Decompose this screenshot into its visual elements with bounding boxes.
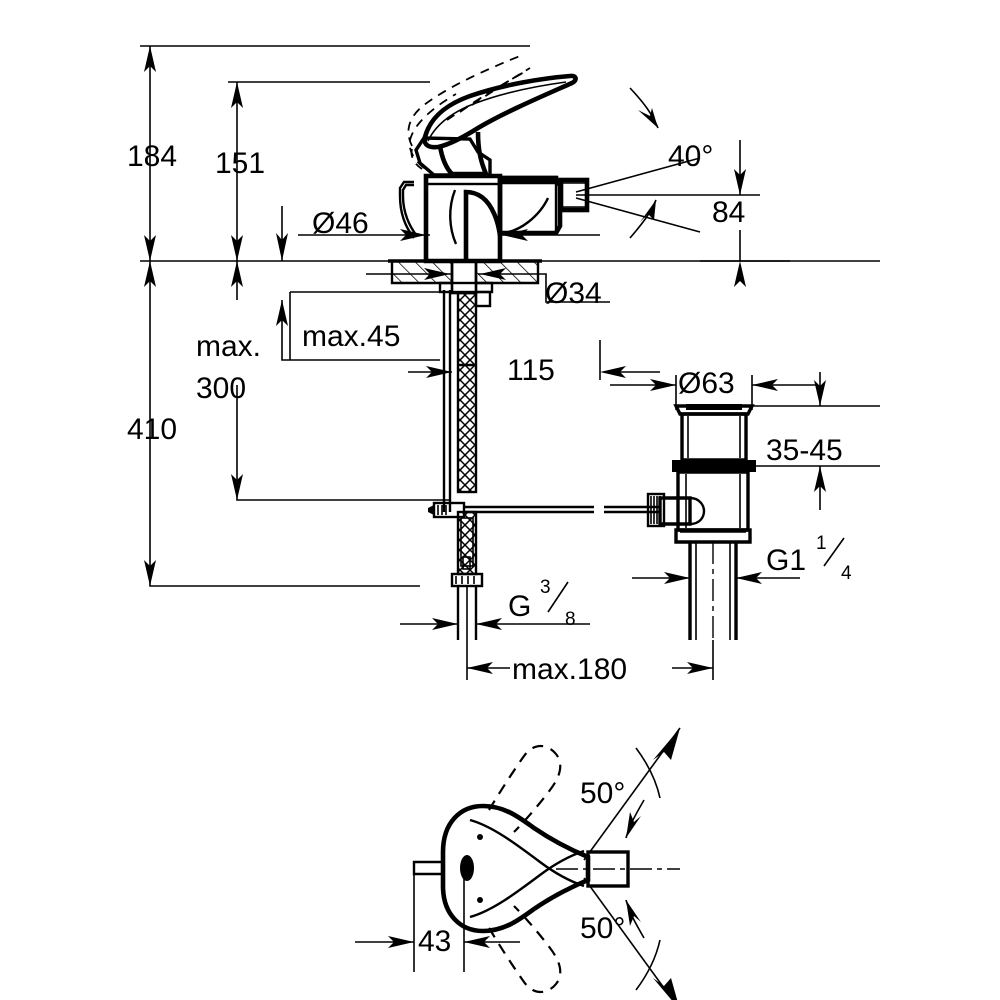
g1-denominator: 4	[841, 563, 852, 584]
dim-label-35-45: 35-45	[766, 434, 843, 467]
elevation-dimension-lines	[140, 45, 880, 680]
dimension-text-labels: 184 151 410 max. 300 max.45 Ø46 Ø34 Ø63 …	[127, 140, 852, 958]
g38-numerator: 3	[540, 577, 551, 598]
dim-label-43: 43	[418, 925, 451, 958]
dim-label-max300-line1: max.	[196, 330, 261, 363]
g38-denominator: 8	[565, 609, 576, 630]
g38-main: G	[508, 590, 531, 623]
dim-label-max300-line2: 300	[196, 372, 246, 405]
dim-label-g-3-8: G 3 8	[508, 577, 576, 630]
dim-label-151: 151	[215, 147, 265, 180]
dim-label-410: 410	[127, 413, 177, 446]
dim-label-d63: Ø63	[678, 367, 735, 400]
elevation-faucet-body	[388, 55, 756, 640]
dim-label-max45: max.45	[302, 320, 400, 353]
dim-label-84: 84	[712, 196, 745, 229]
dim-label-g1-1-4: G1 1 4	[766, 533, 852, 584]
dim-label-d46: Ø46	[312, 207, 369, 240]
dim-label-40deg: 40°	[668, 140, 713, 173]
plan-dimension-lines	[355, 727, 681, 1000]
dim-label-d34: Ø34	[545, 277, 602, 310]
dim-label-50deg-lower: 50°	[580, 912, 625, 945]
dim-label-115: 115	[507, 354, 555, 387]
dim-label-max180: max.180	[512, 653, 627, 686]
g1-main: G1	[766, 544, 806, 577]
dim-label-50deg-upper: 50°	[580, 777, 625, 810]
dim-label-184: 184	[127, 140, 177, 173]
g1-numerator: 1	[816, 533, 827, 554]
